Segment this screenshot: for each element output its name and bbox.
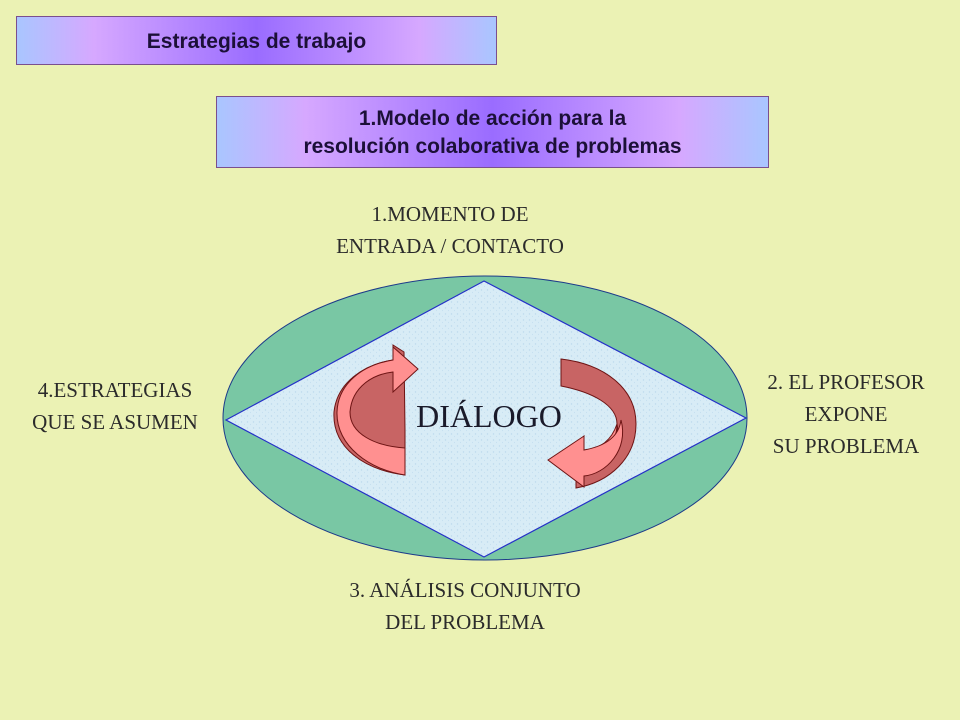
step-3-label: 3. ANÁLISIS CONJUNTO DEL PROBLEMA [290,574,640,638]
step-4-line1: 4.ESTRATEGIAS [37,378,193,402]
model-title-line1: 1.Modelo de acción para la [358,107,627,130]
step-4-line2: QUE SE ASUMEN [32,410,198,434]
model-title-line2: resolución colaborativa de problemas [303,135,682,158]
dialog-label: DIÁLOGO [416,398,562,434]
step-1-line1: 1.MOMENTO DE [371,202,529,226]
section-title: Estrategias de trabajo [16,16,497,65]
step-4-label: 4.ESTRATEGIAS QUE SE ASUMEN [4,374,226,438]
section-title-text: Estrategias de trabajo [146,30,367,53]
model-title: 1.Modelo de acción para la resolución co… [216,96,769,168]
step-2-line2: EXPONE [804,402,888,426]
cycle-arrow-right [547,358,637,489]
center-diamond [224,280,748,558]
step-2-line1: 2. EL PROFESOR [767,370,925,394]
step-3-line2: DEL PROBLEMA [385,610,545,634]
step-1-label: 1.MOMENTO DE ENTRADA / CONTACTO [290,198,610,262]
step-3-line1: 3. ANÁLISIS CONJUNTO [349,578,581,602]
cycle-arrow-left [333,344,419,476]
step-2-label: 2. EL PROFESOR EXPONE SU PROBLEMA [736,366,956,462]
step-2-line3: SU PROBLEMA [772,434,920,458]
step-1-line2: ENTRADA / CONTACTO [336,234,564,258]
